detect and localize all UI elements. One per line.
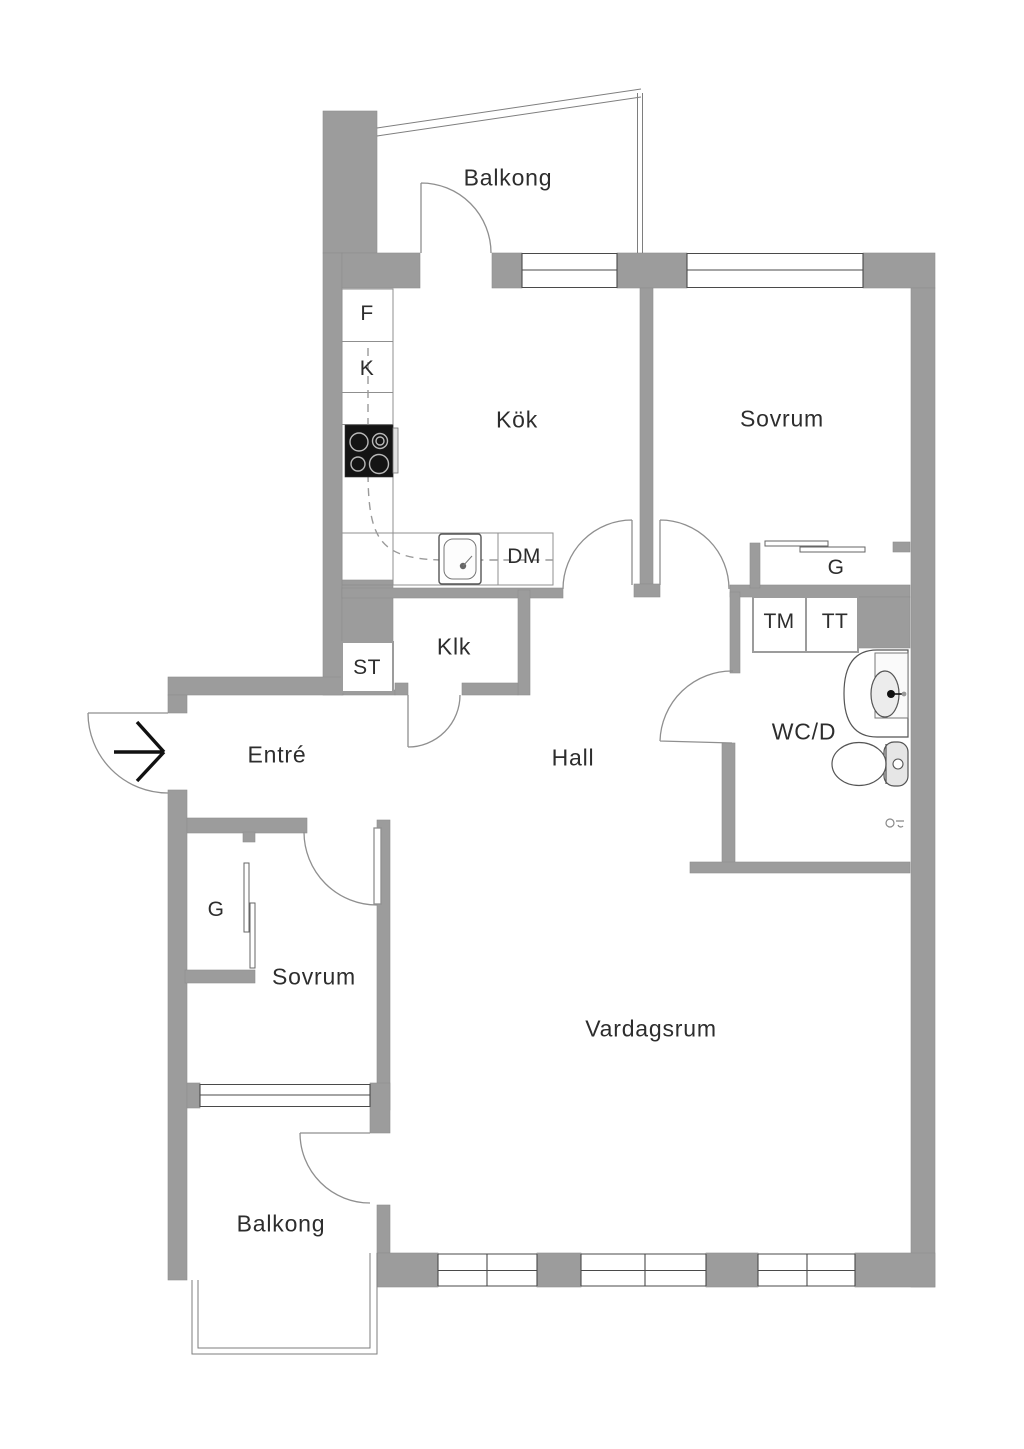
room-label-bedroom-left: Sovrum [271,963,357,990]
room-label-bathroom: WC/D [771,718,837,745]
room-label-living-room: Vardagsrum [585,1015,717,1042]
fixture-label-washing-machine: TM [763,610,795,633]
room-label-bedroom-right: Sovrum [739,405,825,432]
room-label-balcony-top: Balkong [463,164,553,191]
door-swings [87,182,734,1204]
towel-hook-icon [885,818,904,828]
kitchen-counter [341,288,554,586]
fixture-label-tumble-dryer: TT [821,610,849,633]
toilet-icon [831,741,909,787]
room-label-hall: Hall [551,744,595,771]
stove-icon [344,424,399,478]
balcony-railing-top [376,88,643,253]
room-label-kitchen: Kök [495,406,539,433]
kitchen-sink-icon [438,533,482,585]
tumble-dryer-box [805,596,859,653]
windows [199,252,864,1287]
balcony-railing-bottom [191,1253,378,1355]
room-label-walk-in-closet: Klk [436,633,472,660]
room-label-entrance: Entré [247,741,307,768]
wardrobe-sliding-doors-left [243,862,256,969]
closet-label-wardrobe-right: G [827,556,845,579]
entrance-arrow-icon [114,720,166,783]
closet-label-wardrobe-left: G [207,898,225,921]
washing-machine-box [752,596,807,653]
wardrobe-sliding-doors-right [764,540,866,553]
walls [167,110,936,1288]
room-label-balcony-bottom: Balkong [236,1210,326,1237]
fixture-label-dishwasher: DM [507,545,541,568]
fixture-label-freezer: F [360,302,374,325]
bathroom-sink-icon [843,649,909,738]
cleaning-closet-box [341,641,394,693]
fixture-label-cleaning-closet: ST [353,656,381,679]
fixture-label-fridge: K [359,357,375,380]
